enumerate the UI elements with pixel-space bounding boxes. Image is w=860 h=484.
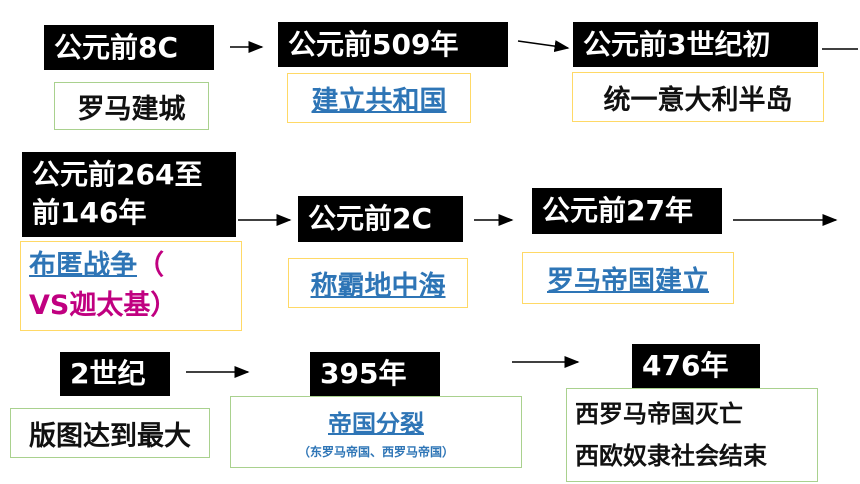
date-label-2: 公元前509年 [278, 22, 508, 67]
date-label-3: 公元前3世纪初 [573, 22, 818, 67]
event-box-7: 版图达到最大 [10, 408, 210, 458]
event-box-9: 西罗马帝国灭亡 西欧奴隶社会结束 [566, 388, 818, 482]
punic-wars-link[interactable]: 布匿战争 [29, 250, 137, 281]
date-label-4-line2: 前146年 [32, 196, 147, 229]
event-text-2[interactable]: 建立共和国 [311, 85, 447, 117]
date-label-5: 公元前2C [298, 196, 463, 242]
event-text-8[interactable]: 帝国分裂 [328, 410, 424, 438]
event-text-1: 罗马建城 [77, 93, 186, 125]
event-box-1: 罗马建城 [54, 82, 209, 130]
event-box-8[interactable]: 帝国分裂 （东罗马帝国、西罗马帝国） [230, 396, 522, 468]
event-text-3: 统一意大利半岛 [603, 84, 793, 116]
date-label-4: 公元前264至 前146年 [22, 152, 236, 237]
event-box-5[interactable]: 称霸地中海 [288, 258, 468, 308]
paren-open: （ [137, 250, 164, 281]
event-text-4-line1[interactable]: 布匿战争（ [29, 246, 164, 286]
event-note-8: （东罗马帝国、西罗马帝国） [297, 445, 454, 459]
event-box-6[interactable]: 罗马帝国建立 [522, 252, 734, 304]
date-label-1: 公元前8C [44, 25, 214, 70]
event-text-9-line2: 西欧奴隶社会结束 [575, 442, 767, 470]
event-box-3: 统一意大利半岛 [572, 72, 824, 122]
date-label-4-line1: 公元前264至 [32, 158, 203, 191]
event-box-4[interactable]: 布匿战争（ VS迦太基） [20, 241, 242, 331]
date-label-9: 476年 [632, 344, 760, 388]
event-text-9-line1: 西罗马帝国灭亡 [575, 400, 743, 428]
event-text-6[interactable]: 罗马帝国建立 [547, 265, 709, 297]
date-label-6: 公元前27年 [532, 188, 722, 234]
date-label-8: 395年 [310, 352, 440, 396]
event-box-2[interactable]: 建立共和国 [287, 73, 471, 123]
event-text-5[interactable]: 称霸地中海 [310, 270, 446, 302]
arrow-2 [517, 40, 570, 53]
date-label-7: 2世纪 [60, 352, 170, 396]
event-text-4-line2: VS迦太基） [29, 290, 178, 321]
event-text-7: 版图达到最大 [29, 420, 191, 452]
